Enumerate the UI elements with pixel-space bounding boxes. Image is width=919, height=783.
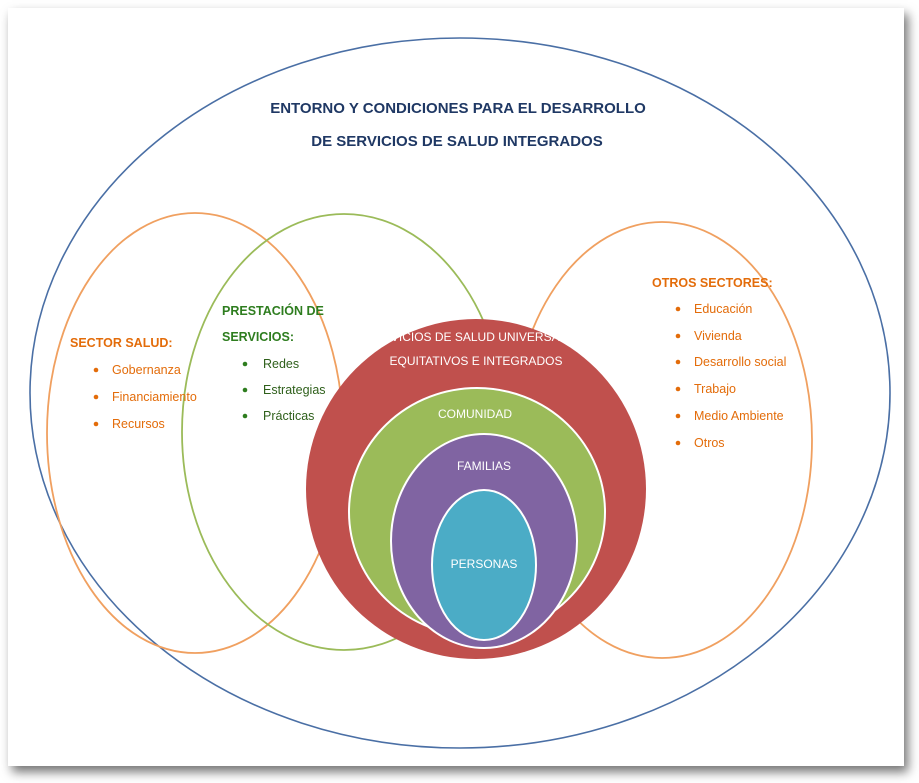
sector-salud-item: Financiamiento xyxy=(112,390,197,404)
bullet-icon xyxy=(242,361,248,367)
diagram-title-line1: ENTORNO Y CONDICIONES PARA EL DESARROLLO xyxy=(270,100,646,117)
prestacion-heading-line2: SERVICIOS: xyxy=(222,330,294,344)
sector-salud-item: Recursos xyxy=(112,417,165,431)
familias-label: FAMILIAS xyxy=(457,459,511,473)
sector-salud-item: Gobernanza xyxy=(112,363,181,377)
otros-sectores-item: Medio Ambiente xyxy=(694,409,784,423)
bullet-icon xyxy=(675,386,681,392)
bullet-icon xyxy=(242,413,248,419)
bullet-icon xyxy=(675,359,681,365)
comunidad-label: COMUNIDAD xyxy=(438,407,512,421)
diagram-title-line2: DE SERVICIOS DE SALUD INTEGRADOS xyxy=(311,133,602,150)
otros-sectores-item: Trabajo xyxy=(694,382,736,396)
servicios-label-line2: EQUITATIVOS E INTEGRADOS xyxy=(390,354,563,368)
environment-ellipse xyxy=(29,37,891,749)
bullet-icon xyxy=(675,306,681,312)
sector-salud-heading: SECTOR SALUD: xyxy=(70,336,173,350)
otros-sectores-heading: OTROS SECTORES: xyxy=(652,276,773,290)
prestacion-item: Prácticas xyxy=(263,409,314,423)
bullet-icon xyxy=(675,333,681,339)
bullet-icon xyxy=(675,440,681,446)
prestacion-item: Estrategias xyxy=(263,383,326,397)
sector-salud-circle xyxy=(46,212,344,654)
servicios-label-line1: SERVICIOS DE SALUD UNIVERSALES, xyxy=(366,330,585,344)
prestacion-item: Redes xyxy=(263,357,299,371)
bullet-icon xyxy=(675,413,681,419)
otros-sectores-item: Otros xyxy=(694,436,725,450)
prestacion-heading-line1: PRESTACIÓN DE xyxy=(222,303,324,318)
personas-label: PERSONAS xyxy=(451,557,518,571)
personas-circle xyxy=(431,489,537,641)
bullet-icon xyxy=(242,387,248,393)
otros-sectores-item: Desarrollo social xyxy=(694,355,786,369)
otros-sectores-item: Educación xyxy=(694,302,752,316)
otros-sectores-item: Vivienda xyxy=(694,329,742,343)
bullet-icon xyxy=(93,421,99,427)
bullet-icon xyxy=(93,394,99,400)
bullet-icon xyxy=(93,367,99,373)
